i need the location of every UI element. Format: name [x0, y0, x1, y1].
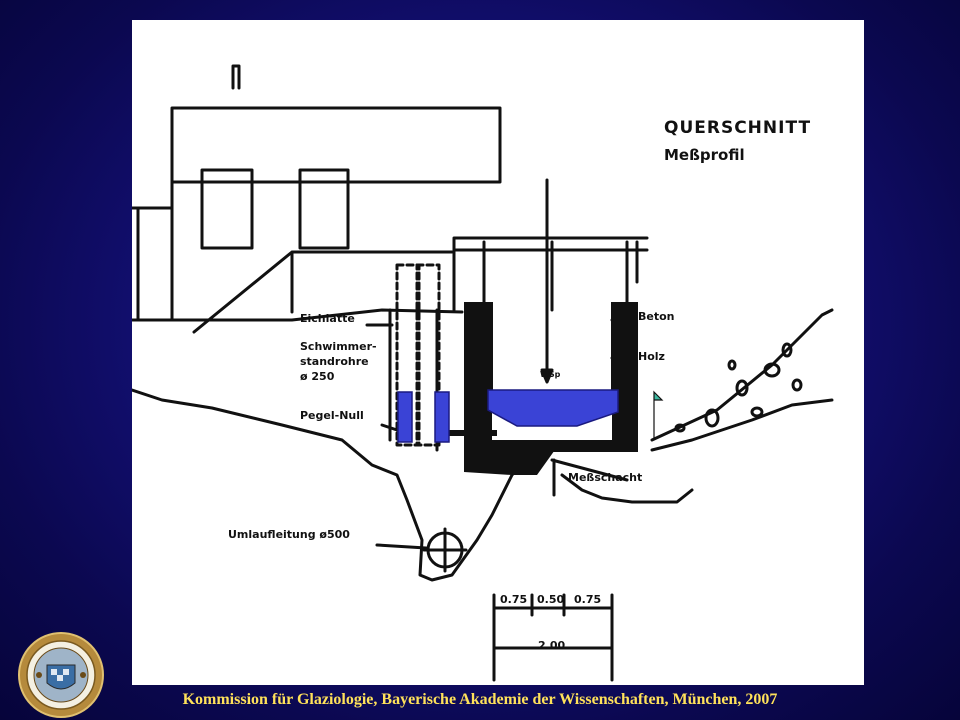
dimension-075-right: 0.75: [574, 593, 602, 606]
drawing-title: QUERSCHNITT: [664, 118, 812, 138]
chimney: [231, 64, 241, 90]
dimension-total: 2.00: [538, 639, 566, 652]
window-right: [298, 168, 350, 250]
window-left: [200, 168, 254, 250]
messschacht-leader: [550, 458, 629, 482]
label-schwimmer-1: Schwimmer-: [300, 340, 377, 353]
label-schwimmer-2: standrohre: [300, 355, 369, 368]
dimension-050: 0.50: [537, 593, 565, 606]
stair-rail: [192, 250, 454, 334]
ground-left: [132, 388, 524, 582]
roof-line: [170, 106, 502, 184]
standpipe-2: [415, 263, 441, 447]
drawing-lines: [132, 64, 834, 682]
outlet-channel: [512, 440, 562, 475]
label-schwimmer-3: ø 250: [300, 370, 335, 383]
footer-caption: Kommission für Glaziologie, Bayerische A…: [182, 691, 778, 708]
label-wsp: WSp: [540, 370, 561, 379]
bypass-leader: [375, 543, 428, 550]
cross-section-drawing: QUERSCHNITT Meßprofil Eichlatte Schwimme…: [132, 20, 864, 685]
highlight-channel: [487, 389, 619, 427]
shaft-railing: [452, 236, 649, 312]
drawing-subtitle: Meßprofil: [664, 146, 745, 164]
concrete-walls: [447, 302, 638, 475]
water-level-marker: [653, 390, 664, 438]
inlet-channel: [464, 452, 532, 475]
dimension-075-left: 0.75: [500, 593, 528, 606]
highlight-standpipe-1: [397, 391, 413, 443]
label-beton: Beton: [638, 310, 675, 323]
door: [132, 206, 194, 322]
highlight-standpipe-2: [434, 391, 450, 443]
pegel-leader: [380, 423, 399, 432]
pipe-stub: [447, 430, 497, 436]
platform: [170, 308, 464, 322]
dimension-line-top: [492, 593, 614, 682]
label-eichlatte: Eichlatte: [300, 312, 355, 325]
label-messschacht: Meßschacht: [568, 471, 643, 484]
standpipe-1: [395, 263, 421, 447]
highlight-overlays: [397, 389, 619, 443]
label-umlaufleitung: Umlaufleitung ø500: [228, 528, 350, 541]
slope-right-2: [650, 398, 834, 452]
label-holz: Holz: [638, 350, 665, 363]
label-pegel-null: Pegel-Null: [300, 409, 364, 422]
slope-right: [650, 308, 834, 442]
ground-right: [560, 473, 694, 504]
wall-right: [612, 302, 638, 442]
academy-seal-icon: [18, 632, 104, 718]
building-wall: [132, 180, 174, 322]
